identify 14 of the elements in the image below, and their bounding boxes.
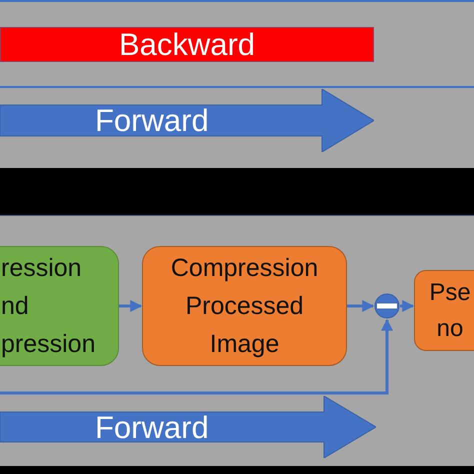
arrow xyxy=(347,300,374,312)
node-label: ression nd pression xyxy=(1,254,96,358)
node-label: Backward xyxy=(118,29,256,60)
arrow xyxy=(400,300,414,312)
process-box xyxy=(414,270,474,351)
arrow xyxy=(119,300,142,312)
node-label: Compression Processed Image xyxy=(170,253,320,360)
node-label: Forward xyxy=(95,105,209,136)
arrow xyxy=(0,318,393,394)
process-box xyxy=(142,246,347,366)
node-label: Forward xyxy=(95,412,209,442)
backward-bar xyxy=(0,27,374,62)
process-box xyxy=(0,246,119,366)
node-label: Pse no xyxy=(429,278,471,342)
